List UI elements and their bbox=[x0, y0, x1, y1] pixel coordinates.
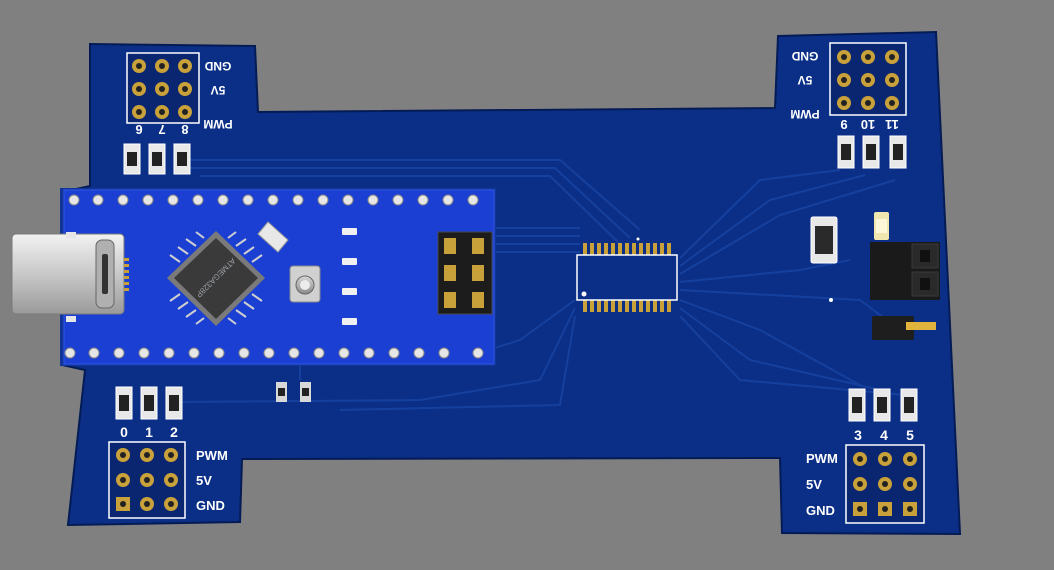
jumper-pin bbox=[872, 316, 936, 340]
resistor bbox=[889, 135, 907, 169]
resistor bbox=[165, 386, 183, 420]
row-label: 5V bbox=[211, 83, 226, 97]
pin-number: 1 bbox=[145, 424, 153, 440]
pin-number: 3 bbox=[854, 427, 862, 443]
pin-number: 0 bbox=[120, 424, 128, 440]
pin-number: 8 bbox=[181, 122, 188, 137]
pin-number: 5 bbox=[906, 427, 914, 443]
resistor bbox=[873, 388, 891, 422]
usb-c-connector bbox=[11, 232, 129, 322]
pin-number: 4 bbox=[880, 427, 888, 443]
header-pins bbox=[116, 448, 178, 511]
soic-ic bbox=[576, 243, 678, 312]
pin-number: 6 bbox=[135, 122, 142, 137]
resistor bbox=[300, 382, 311, 402]
resistor bbox=[123, 143, 141, 175]
header-bottom-right: PWM 5V GND 3 4 5 bbox=[806, 427, 925, 524]
row-label: PWM bbox=[790, 107, 819, 121]
status-led bbox=[874, 212, 889, 240]
row-label: PWM bbox=[196, 448, 228, 463]
nano-leds bbox=[342, 228, 357, 325]
pin-number: 9 bbox=[840, 117, 847, 132]
reset-button-icon bbox=[289, 265, 321, 303]
resistor bbox=[148, 143, 166, 175]
row-label: GND bbox=[791, 49, 818, 63]
row-label: PWM bbox=[203, 117, 232, 131]
row-label: 5V bbox=[196, 473, 212, 488]
row-label: 5V bbox=[798, 73, 813, 87]
row-label: 5V bbox=[806, 477, 822, 492]
header-pins bbox=[837, 50, 899, 110]
power-header bbox=[870, 242, 940, 300]
capacitor bbox=[810, 216, 838, 264]
header-pins bbox=[132, 59, 192, 119]
row-label: GND bbox=[196, 498, 225, 513]
via bbox=[636, 237, 640, 241]
row-label: GND bbox=[806, 503, 835, 518]
resistor bbox=[276, 382, 287, 402]
header-top-left: PWM 5V GND 8 7 6 bbox=[126, 52, 233, 137]
header-top-right: PWM 5V GND 11 10 9 bbox=[790, 42, 907, 132]
header-pins bbox=[853, 452, 917, 516]
resistor bbox=[837, 135, 855, 169]
nano-pin-row-top bbox=[68, 194, 479, 206]
arduino-nano-module: ATMEGA328P bbox=[11, 188, 496, 366]
resistor bbox=[900, 388, 918, 422]
pin-number: 2 bbox=[170, 424, 178, 440]
pin-number: 11 bbox=[885, 117, 899, 132]
resistor bbox=[848, 388, 866, 422]
fiducial bbox=[829, 298, 833, 302]
resistor bbox=[115, 386, 133, 420]
header-bottom-left: PWM 5V GND 0 1 2 bbox=[108, 424, 228, 519]
resistor bbox=[862, 135, 880, 169]
resistor bbox=[140, 386, 158, 420]
nano-pin-row-bottom bbox=[64, 347, 484, 359]
row-label: PWM bbox=[806, 451, 838, 466]
smd-resistors bbox=[115, 135, 918, 422]
pin-number: 7 bbox=[158, 122, 165, 137]
pin-number: 10 bbox=[861, 117, 875, 132]
resistor bbox=[173, 143, 191, 175]
mcu-chip: ATMEGA328P bbox=[167, 231, 265, 326]
icsp-header bbox=[437, 231, 493, 315]
crystal bbox=[257, 221, 289, 253]
row-label: GND bbox=[204, 59, 231, 73]
